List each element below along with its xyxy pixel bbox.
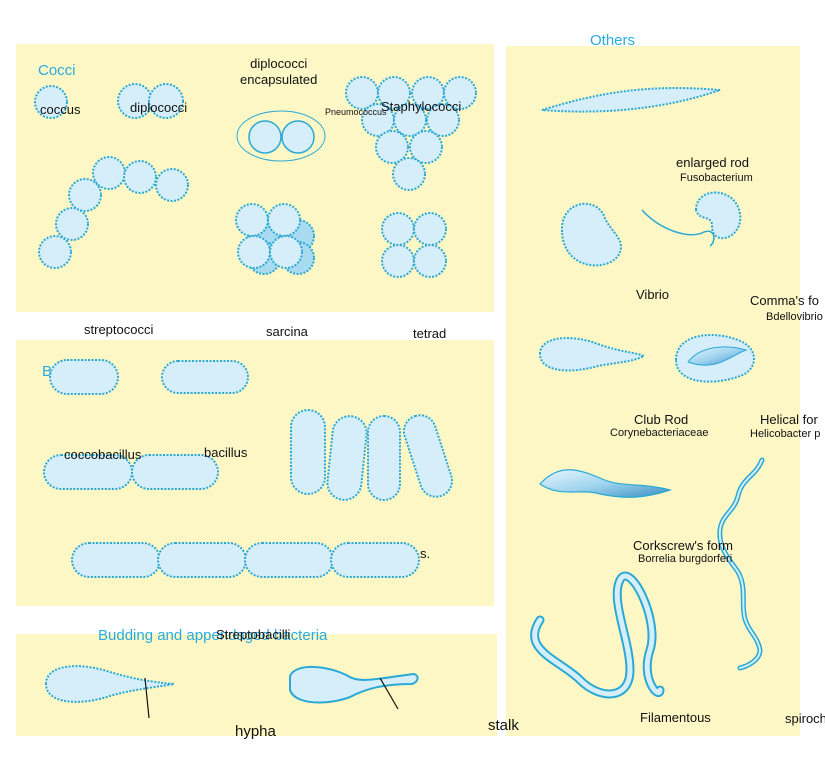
label-pneumococcus: Pneumococcus xyxy=(325,107,387,117)
section-title-budding: Budding and appendaged bacteria xyxy=(98,627,328,644)
label-vibrio: Vibrio xyxy=(636,287,670,302)
label-helical-form: Helical for xyxy=(760,412,818,427)
section-title-others: Others xyxy=(590,32,636,49)
label-spirochete: spiroch xyxy=(785,711,825,726)
label-diplococci-encapsulated: diplococci encapsulated xyxy=(240,56,318,87)
label-stalk: stalk xyxy=(488,717,519,734)
label-bacillus: bacillus xyxy=(204,445,248,460)
label-club-rod: Club Rod xyxy=(634,412,689,427)
stalk-cell xyxy=(289,665,419,704)
sarcina-cube xyxy=(235,203,315,275)
label-corynebacteriaceae: Corynebacteriaceae xyxy=(610,427,709,439)
fusiform-rod xyxy=(541,87,721,113)
comma-cell xyxy=(538,337,647,372)
coccus-cell xyxy=(34,85,68,119)
label-enlarged-rod: enlarged rod xyxy=(676,155,749,170)
diplococci-cells xyxy=(117,83,184,119)
label-staphylococci: Staphylococci xyxy=(381,99,462,114)
label-coccobacillus: coccobacillus xyxy=(64,447,142,462)
streptobacilli-chain xyxy=(71,542,420,578)
label-s-fragment: s. xyxy=(420,546,431,561)
label-hypha: hypha xyxy=(235,723,276,740)
encapsulated-diplococci xyxy=(236,110,326,162)
coccobacillus-cell xyxy=(49,359,119,395)
label-streptococci: streptococci xyxy=(84,322,154,337)
label-bdellovibrio: Bdellovibrio xyxy=(766,311,823,323)
label-diplococci: diplococci xyxy=(130,100,188,115)
tetrad-cells xyxy=(381,212,447,278)
vibrio-flagellated xyxy=(694,191,742,239)
label-borrelia: Borrelia burgdorferi xyxy=(638,553,733,565)
label-helicobacter: Helicobacter p xyxy=(750,428,821,440)
label-streptobacilli: Streptobacilli xyxy=(216,627,291,642)
label-fusobacterium: Fusobacterium xyxy=(680,172,753,184)
label-commas-form: Comma's fo xyxy=(750,293,819,308)
staphylococci-cluster xyxy=(345,76,477,191)
label-tetrad: tetrad xyxy=(413,326,447,341)
hypha-cell xyxy=(44,665,175,703)
streptococci-chain xyxy=(38,156,189,269)
label-corkscrew-form: Corkscrew's form xyxy=(633,538,733,553)
diplobacilli-cells xyxy=(43,454,219,490)
club-rod-cell xyxy=(539,469,673,498)
palisade-cells xyxy=(290,409,454,501)
section-title-bacilli: B xyxy=(42,363,53,380)
label-sarcina: sarcina xyxy=(266,324,308,339)
bacillus-cell xyxy=(161,360,249,394)
vibrio-cell xyxy=(560,202,622,267)
label-coccus: coccus xyxy=(40,102,81,117)
label-filamentous: Filamentous xyxy=(640,710,711,725)
section-title-cocci: Cocci xyxy=(38,62,76,79)
